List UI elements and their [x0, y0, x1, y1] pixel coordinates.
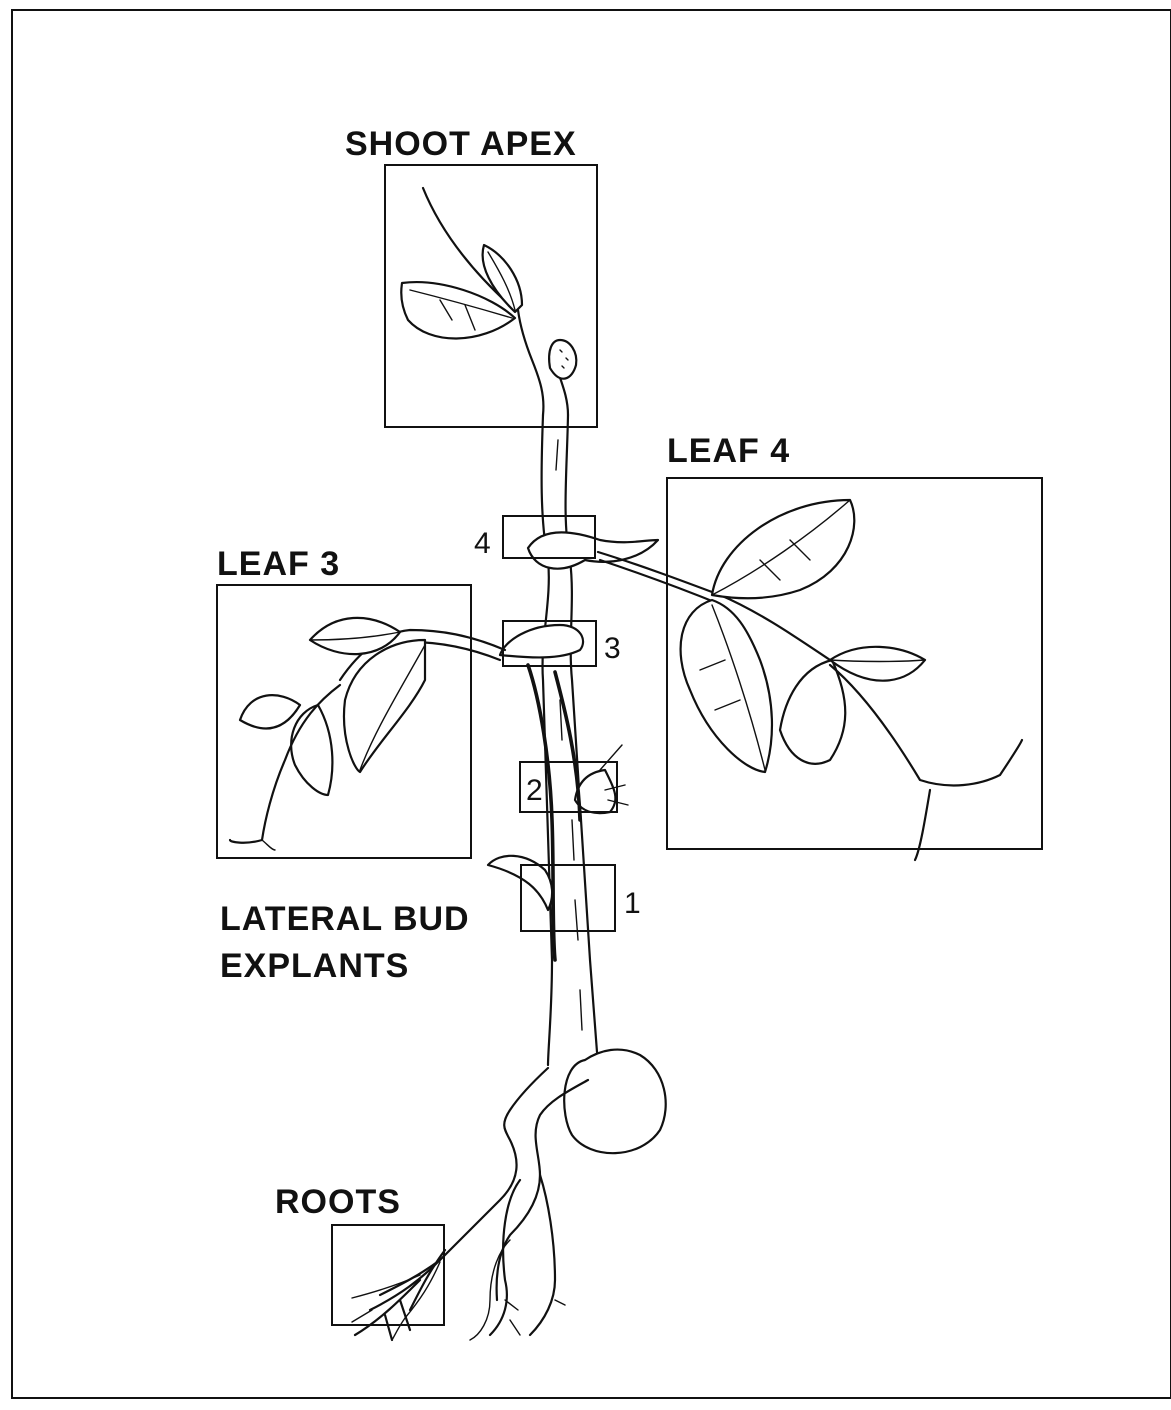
explant-number-2: 2 [526, 774, 543, 807]
roots-label: ROOTS [275, 1183, 401, 1221]
node-3-bract [500, 625, 583, 657]
node-4-bract [528, 532, 658, 568]
lateral-bud-label-line2: EXPLANTS [220, 947, 409, 985]
leaf4-leaflet-far [830, 647, 925, 681]
leaf3-leaflet-left [240, 695, 300, 728]
lateral-bud-label-line1: LATERAL BUD [220, 900, 470, 938]
explant-number-4: 4 [474, 527, 491, 560]
cotyledon [564, 1050, 666, 1154]
figure-frame [12, 10, 1171, 1398]
shoot-apex-label: SHOOT APEX [345, 125, 577, 163]
leaf3-leaflet-lower [291, 705, 332, 795]
leaf4-leaflet-lower [780, 660, 845, 764]
explant-number-1: 1 [624, 887, 641, 920]
leaf4-label: LEAF 4 [667, 432, 790, 470]
leaf3-label: LEAF 3 [217, 545, 340, 583]
explant-number-3: 3 [604, 632, 621, 665]
plant-illustration [230, 188, 1022, 1340]
apical-bud [549, 340, 576, 379]
